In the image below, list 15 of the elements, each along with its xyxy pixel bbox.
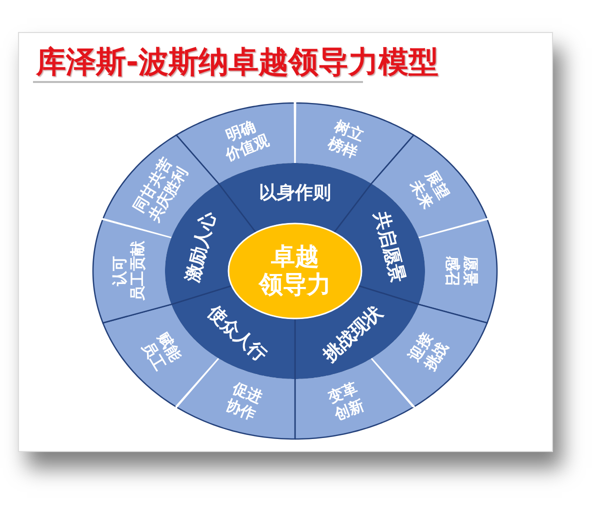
segment-label: 认可员工贡献 bbox=[111, 241, 147, 301]
segment-label: 愿景感召 bbox=[443, 256, 479, 286]
segment-label: 明确价值观 bbox=[221, 116, 272, 164]
segment-label: 树立榜样 bbox=[326, 118, 367, 162]
segment-label: 挑战现状 bbox=[319, 302, 387, 366]
segment-label: 以身作则 bbox=[259, 182, 331, 204]
title: 库泽斯-波斯纳卓越领导力模型 bbox=[36, 45, 438, 81]
segment-label: 共启愿景 bbox=[369, 209, 408, 284]
center-label: 卓越领导力 bbox=[259, 242, 331, 300]
segment-label: 赋能员工 bbox=[138, 330, 184, 374]
segment-label: 迎接挑战 bbox=[406, 330, 452, 374]
segment-label: 变革创新 bbox=[326, 380, 367, 424]
segment-label: 促进协作 bbox=[223, 380, 264, 424]
segment-label: 使众人行 bbox=[203, 302, 271, 366]
segment-label: 展望未来 bbox=[406, 168, 452, 212]
